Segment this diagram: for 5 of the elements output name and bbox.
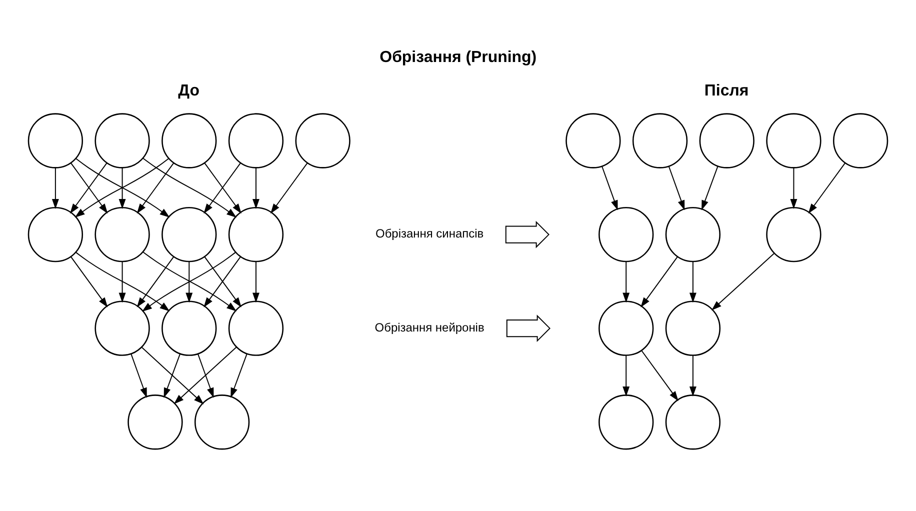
label: Після (704, 82, 749, 100)
diagram-title: Обрізання (Pruning) (380, 48, 537, 66)
label: Обрізання синапсів (376, 226, 484, 241)
label: Обрізання нейронів (374, 320, 484, 334)
label: До (178, 82, 200, 100)
